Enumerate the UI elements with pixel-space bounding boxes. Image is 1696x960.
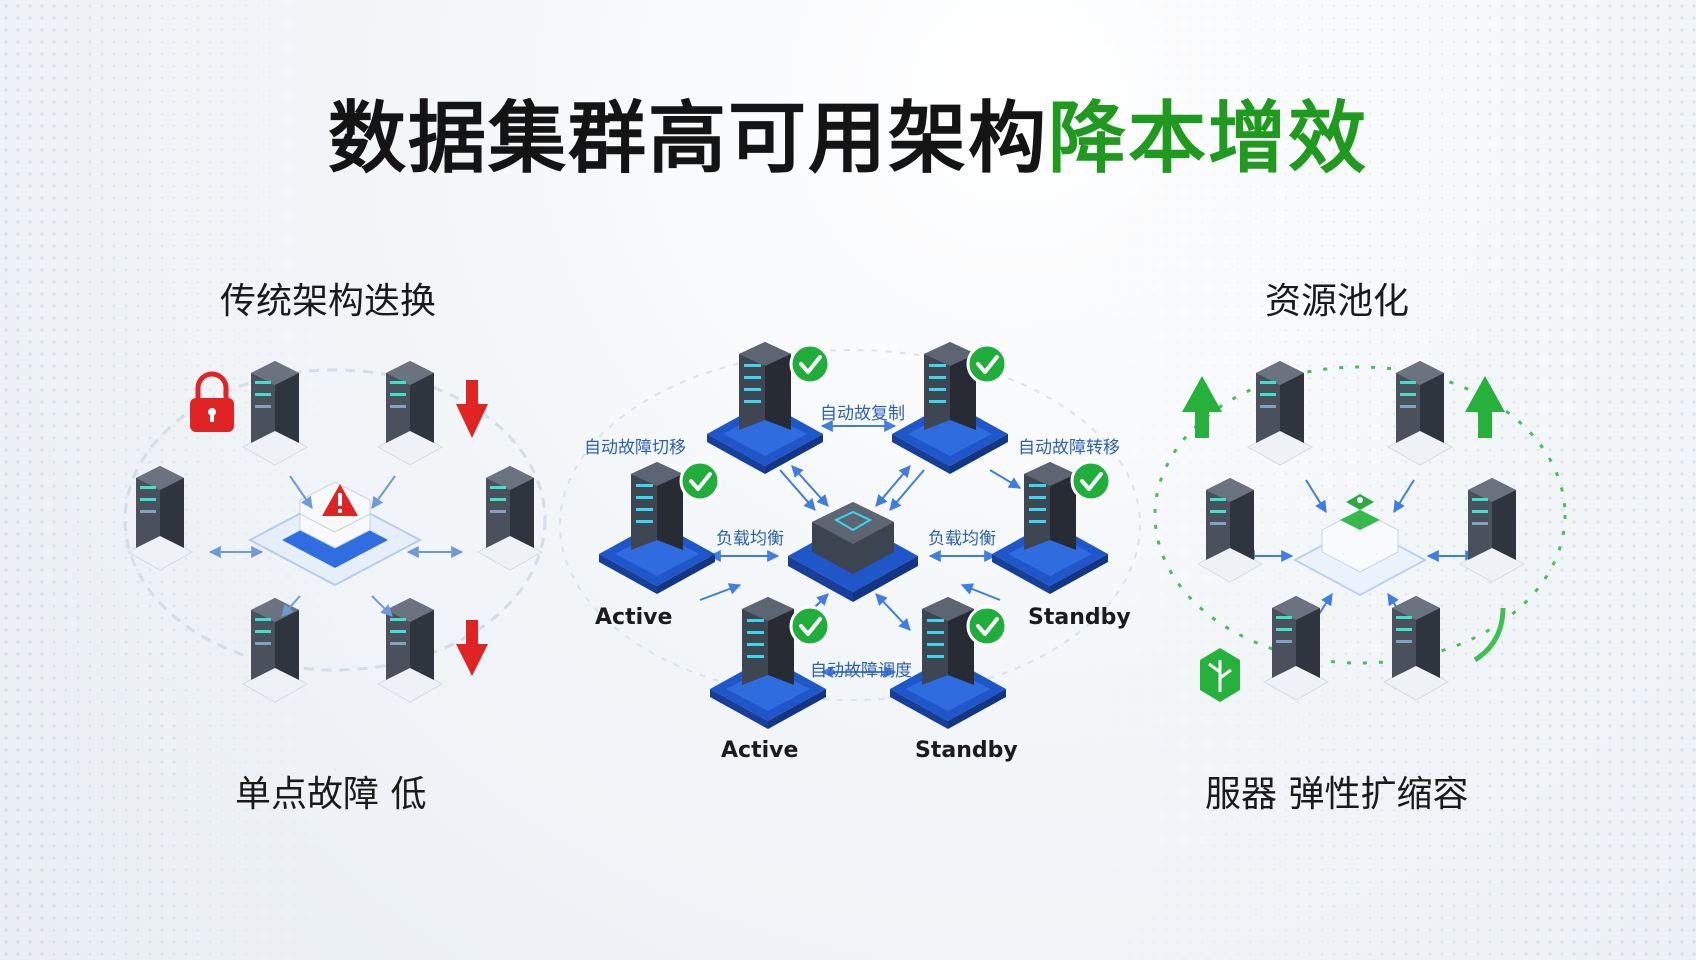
tree-icon [1200, 648, 1240, 702]
up-arrow-icon [1182, 376, 1222, 438]
tag-auto-failover-left: 自动故障切移 [584, 438, 686, 458]
tag-auto-replication: 自动故复制 [820, 404, 905, 424]
sync-icon [1473, 607, 1506, 663]
legacy-caption: 单点故障 低 [235, 774, 427, 815]
tag-auto-scheduling: 自动故障调度 [810, 661, 912, 681]
check-icon [679, 460, 721, 502]
role-active-1: Active [595, 605, 673, 630]
up-arrow-icon [1465, 376, 1505, 438]
server-icon [377, 597, 443, 703]
role-active-2: Active [721, 738, 799, 763]
server-icon [1383, 595, 1449, 701]
check-icon [789, 605, 831, 647]
role-standby-2: Standby [915, 738, 1018, 763]
server-icon [242, 597, 308, 703]
legacy-cluster [123, 360, 547, 703]
down-arrow-icon [456, 380, 488, 438]
server-icon [1263, 595, 1329, 701]
legacy-hub [247, 481, 423, 587]
title-main: 数据集群高可用架构 [327, 94, 1048, 184]
pool-caption: 服器 弹性扩缩容 [1205, 774, 1469, 815]
server-icon [127, 465, 193, 571]
ha-hub [788, 502, 918, 602]
down-arrow-icon [456, 620, 488, 676]
check-icon [966, 343, 1008, 385]
lock-icon [190, 371, 234, 432]
title-highlight: 降本增效 [1048, 94, 1369, 184]
server-icon [1459, 477, 1525, 583]
server-icon [477, 465, 543, 571]
pool-hub [1292, 494, 1428, 597]
dot-texture-right [1076, 0, 1696, 960]
server-icon [242, 360, 308, 466]
check-icon [789, 343, 831, 385]
legacy-heading: 传统架构迭换 [220, 281, 437, 322]
server-icon [1247, 360, 1313, 466]
tag-load-balance-right: 负载均衡 [928, 529, 996, 549]
check-icon [1070, 460, 1112, 502]
warning-icon [322, 484, 358, 516]
tag-auto-failover-right: 自动故障转移 [1018, 438, 1120, 458]
ha-cluster [559, 342, 1141, 729]
page-title: 数据集群高可用架构降本增效 [0, 76, 1696, 188]
server-icon [1387, 360, 1453, 466]
server-icon [1197, 477, 1263, 583]
server-icon [377, 360, 443, 466]
role-standby-1: Standby [1028, 605, 1131, 630]
tag-load-balance-left: 负载均衡 [716, 529, 784, 549]
check-icon [966, 605, 1008, 647]
pool-cluster [1153, 360, 1567, 702]
pool-heading: 资源池化 [1265, 281, 1410, 322]
